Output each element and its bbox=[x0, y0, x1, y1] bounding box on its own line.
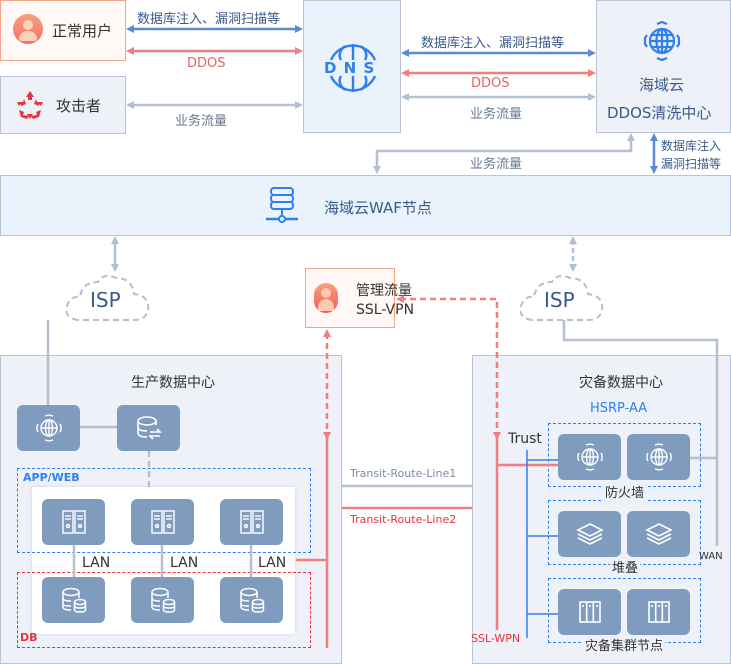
firewall-group-label: 防火墙 bbox=[603, 482, 647, 501]
isp-left-cloud: ISP bbox=[62, 270, 154, 330]
admin-icon bbox=[314, 283, 338, 313]
wan-label: WAN bbox=[699, 551, 723, 562]
globe-firewall-icon bbox=[35, 414, 62, 442]
waf-attack-label-2: 漏洞扫描等 bbox=[661, 157, 722, 171]
rack-cluster-icon bbox=[647, 601, 670, 623]
dr-dc-title: 灾备数据中心 bbox=[579, 375, 663, 391]
dns-globe-icon bbox=[329, 44, 377, 92]
dr-stack-1 bbox=[558, 511, 621, 557]
mgmt-line1: 管理流量 bbox=[356, 283, 412, 299]
app-web-group: APP/WEB bbox=[17, 468, 311, 553]
left-ddos-label: DDOS bbox=[187, 56, 226, 71]
attacker-label: 攻击者 bbox=[56, 97, 102, 115]
waf-label: 海域云WAF节点 bbox=[324, 199, 432, 217]
database-sync-icon bbox=[136, 416, 162, 440]
stack-group-label: 堆叠 bbox=[610, 557, 641, 576]
dr-stack-2 bbox=[627, 511, 690, 557]
isp-right-label: ISP bbox=[544, 288, 575, 312]
ddos-center-line1: 海域云 bbox=[639, 76, 685, 94]
user-icon bbox=[13, 14, 43, 44]
waf-business-label: 业务流量 bbox=[470, 157, 523, 172]
app-server-2 bbox=[131, 499, 194, 545]
isp-left-label: ISP bbox=[90, 288, 121, 312]
normal-user-box: 正常用户 bbox=[0, 0, 126, 61]
attacker-icon bbox=[17, 91, 43, 119]
server-pair-icon bbox=[150, 510, 175, 534]
app-server-3 bbox=[220, 499, 283, 545]
cluster-group-label: 灾备集群节点 bbox=[583, 635, 666, 654]
dr-firewall-1 bbox=[558, 434, 621, 480]
trust-label: Trust bbox=[508, 431, 542, 447]
database-icon bbox=[61, 587, 86, 613]
mgmt-box: 管理流量 SSL-VPN bbox=[305, 268, 414, 328]
normal-user-label: 正常用户 bbox=[52, 22, 113, 40]
database-icon bbox=[150, 587, 175, 613]
lan-label-3: LAN bbox=[258, 555, 287, 571]
dr-cluster-1 bbox=[558, 589, 621, 635]
dns-box: D N S bbox=[303, 0, 401, 133]
right-attack-label: 数据库注入、漏洞扫描等 bbox=[421, 36, 565, 51]
db-group: DB bbox=[17, 572, 311, 648]
layers-stack-icon bbox=[575, 523, 604, 545]
app-server-1 bbox=[42, 499, 105, 545]
db-server-2 bbox=[131, 577, 194, 623]
left-business-label: 业务流量 bbox=[175, 114, 228, 129]
server-pair-icon bbox=[61, 510, 86, 534]
right-business-label: 业务流量 bbox=[470, 107, 523, 122]
rack-cluster-icon bbox=[578, 601, 601, 623]
prod-router-node bbox=[117, 405, 180, 451]
server-pair-icon bbox=[239, 510, 264, 534]
left-attack-label: 数据库注入、漏洞扫描等 bbox=[137, 12, 281, 27]
ddos-center-box: 海域云 DDOS清洗中心 bbox=[596, 0, 731, 133]
lan-label-2: LAN bbox=[170, 555, 199, 571]
globe-firewall-icon bbox=[645, 443, 672, 471]
dns-label: D N S bbox=[324, 59, 376, 77]
prod-firewall-node bbox=[17, 405, 80, 451]
waf-attack-label-1: 数据库注入 bbox=[661, 139, 722, 153]
waf-node-box: 海域云WAF节点 bbox=[0, 175, 731, 236]
database-icon bbox=[239, 587, 264, 613]
dr-firewall-2 bbox=[627, 434, 690, 480]
waf-server-icon bbox=[266, 187, 298, 223]
globe-firewall-icon bbox=[576, 443, 603, 471]
prod-dc-title: 生产数据中心 bbox=[131, 375, 215, 391]
app-web-label: APP/WEB bbox=[23, 471, 80, 484]
ddos-center-line2: DDOS清洗中心 bbox=[607, 104, 712, 122]
attacker-box: 攻击者 bbox=[0, 76, 126, 134]
mgmt-line2: SSL-VPN bbox=[356, 302, 415, 318]
ddos-globe-icon bbox=[643, 21, 681, 61]
db-server-3 bbox=[220, 577, 283, 623]
isp-right-cloud: ISP bbox=[516, 270, 608, 330]
layers-stack-icon bbox=[644, 523, 673, 545]
transit-line1-label: Transit-Route-Line1 bbox=[350, 467, 457, 480]
ssl-wpn-label: SSL-WPN bbox=[471, 632, 521, 645]
db-server-1 bbox=[42, 577, 105, 623]
db-label: DB bbox=[20, 631, 38, 644]
dr-cluster-2 bbox=[627, 589, 690, 635]
transit-line2-label: Transit-Route-Line2 bbox=[350, 513, 457, 526]
right-ddos-label: DDOS bbox=[471, 76, 510, 91]
hsrp-label: HSRP-AA bbox=[590, 401, 648, 416]
lan-label-1: LAN bbox=[82, 555, 111, 571]
